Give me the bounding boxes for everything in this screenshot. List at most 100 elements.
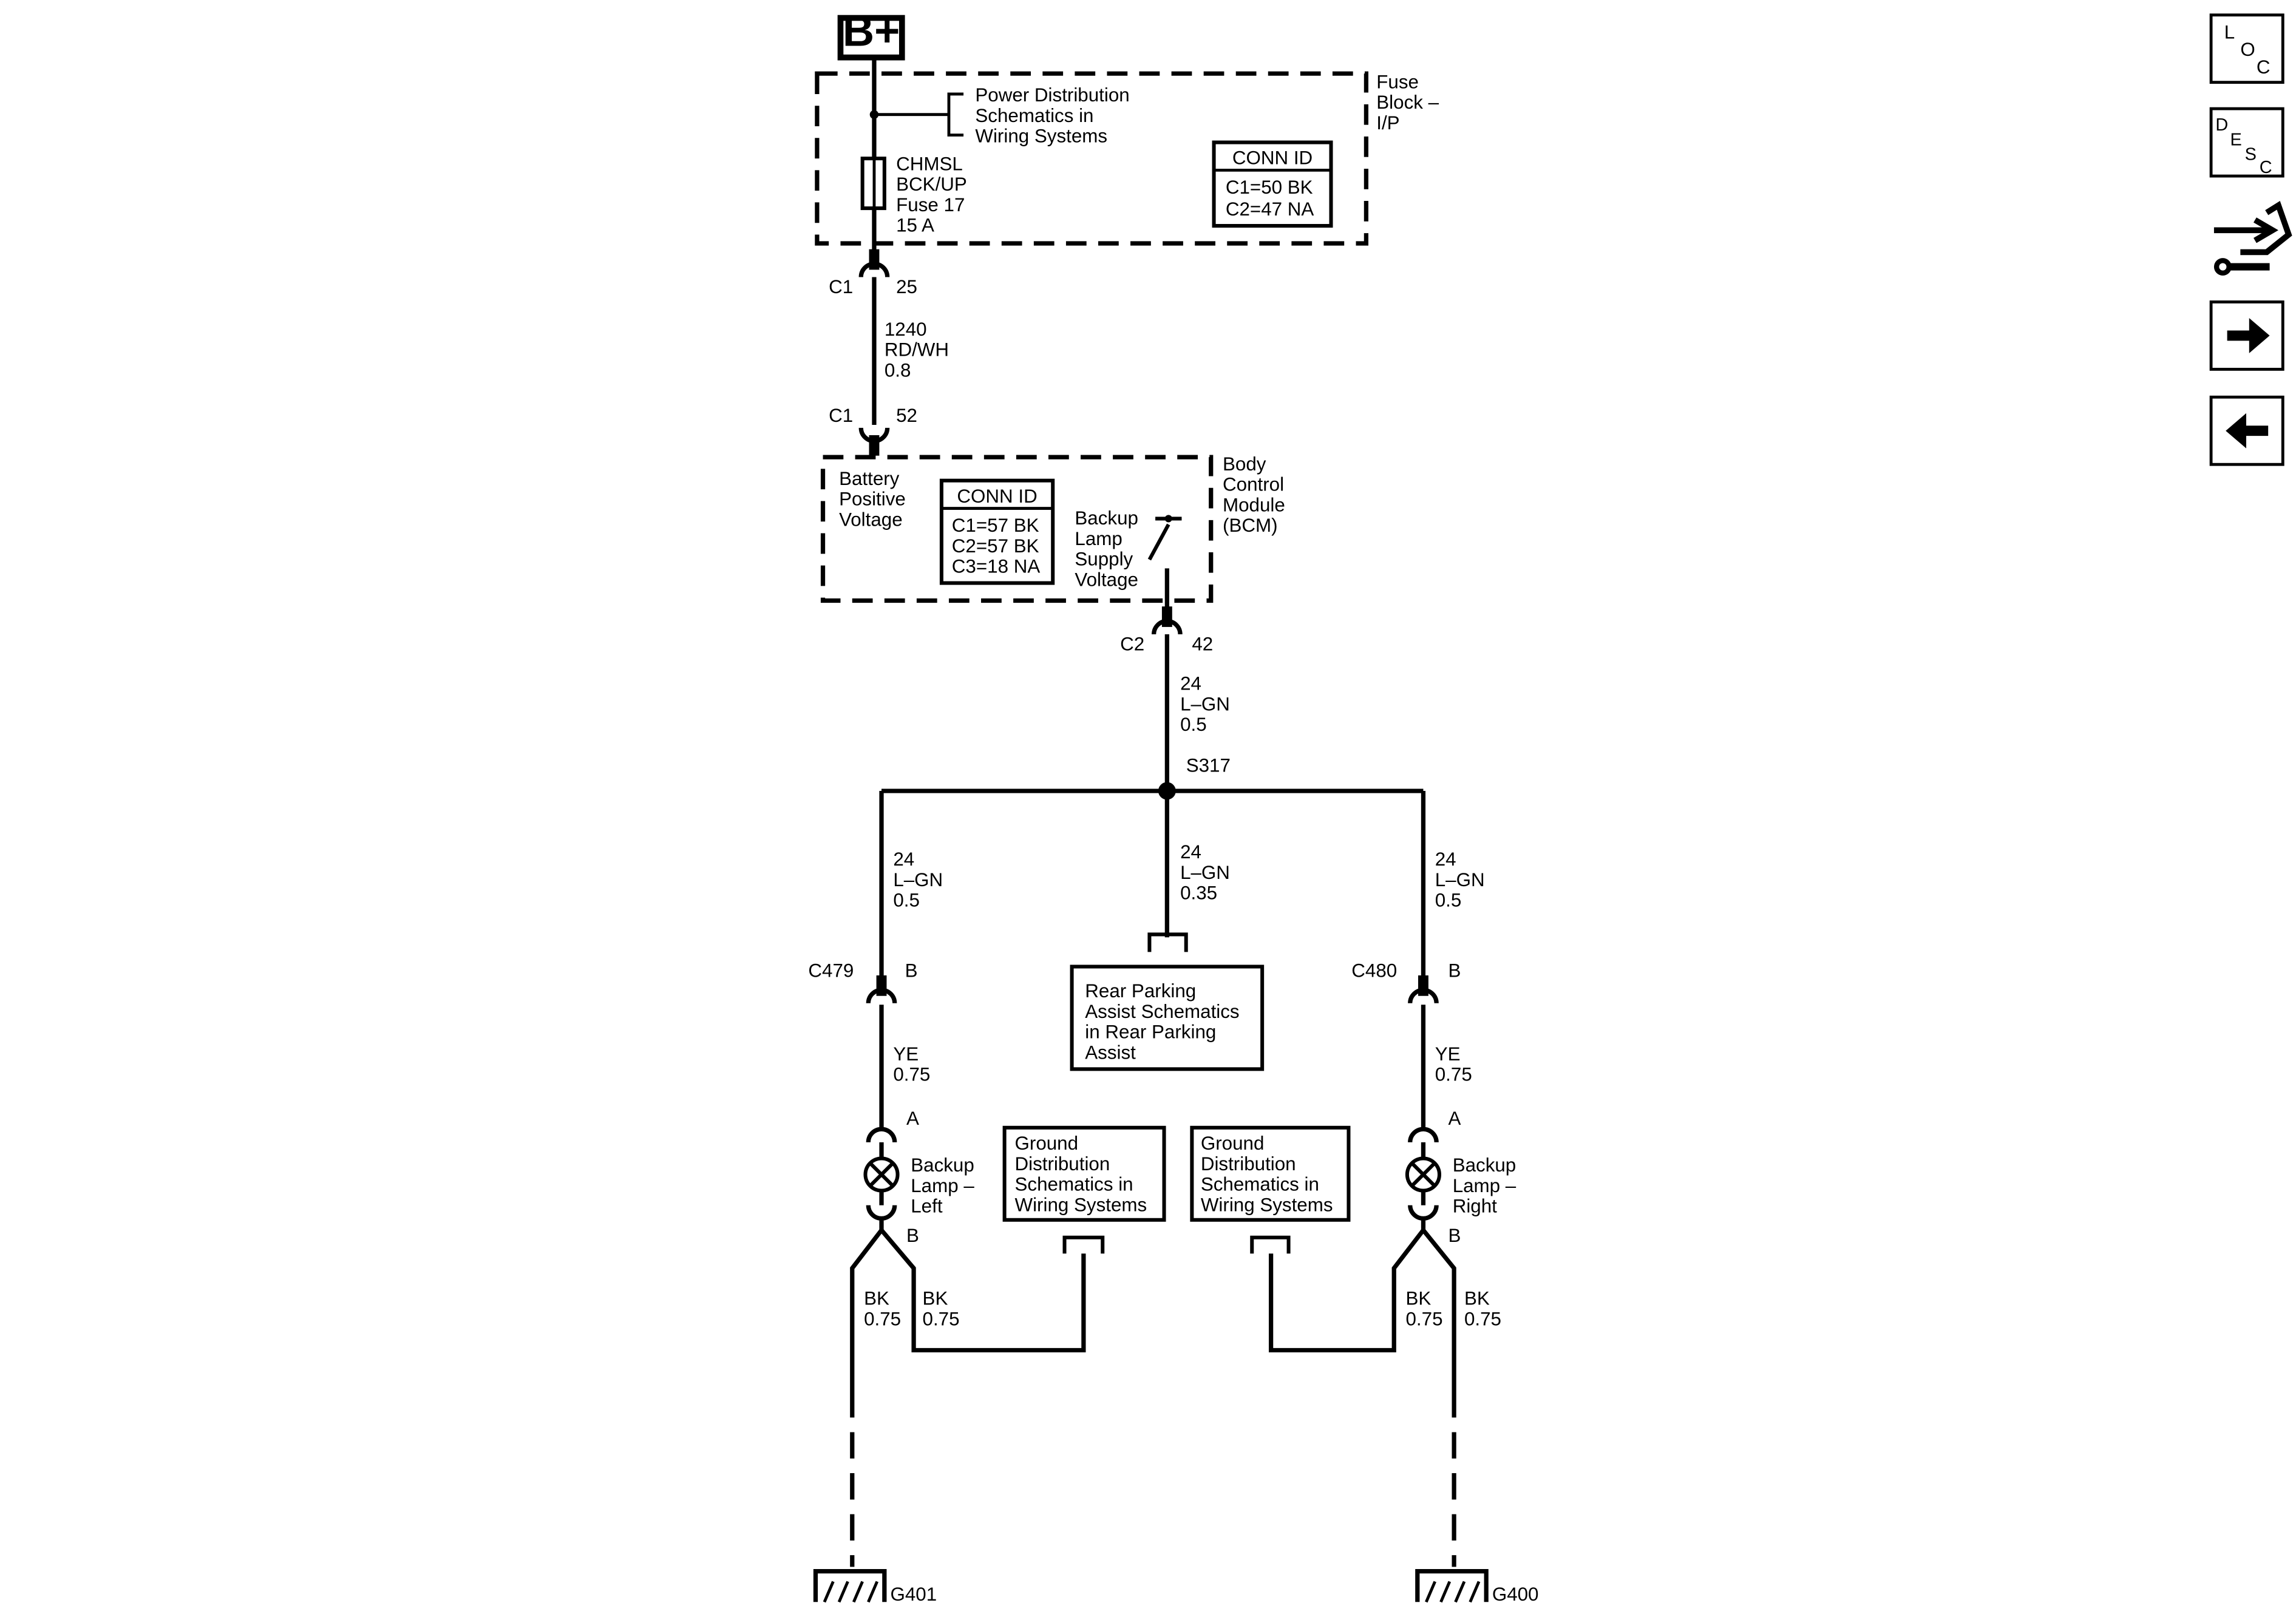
- battery-supply: B+: [837, 7, 905, 61]
- desc-button[interactable]: D E S C: [2209, 107, 2284, 178]
- fuse-label-1: CHMSL: [896, 153, 963, 174]
- bcm-conn-id: CONN ID C1=57 BK C2=57 BK C3=18 NA: [939, 478, 1055, 585]
- svg-text:Backup Lamp Supply: Backup Lamp Supply Voltage: [1075, 507, 1143, 590]
- ground-distribution-ref-left[interactable]: Ground Distribution Schematics in Wiring…: [1002, 1125, 1166, 1222]
- bcm-conn-row-1: C1=57 BK: [952, 515, 1039, 536]
- svg-text:C: C: [2257, 56, 2271, 78]
- conn-c1-25-name: C1: [829, 276, 853, 297]
- fuse-conn-row-2: C2=47 NA: [1226, 198, 1314, 220]
- next-page-button[interactable]: [2209, 300, 2284, 371]
- connector-tools-icon[interactable]: [2213, 200, 2292, 276]
- svg-text:Ground Distribution: Ground Distribution Schematics in Wiring…: [1015, 1133, 1147, 1215]
- connector-c480: C480 B: [1351, 960, 1461, 1003]
- svg-text:D: D: [2215, 115, 2228, 135]
- bcm-input-label-3: Voltage: [839, 509, 903, 530]
- connector-c1-25: C1 25: [829, 249, 917, 297]
- svg-text:Backup Lamp – Righ: Backup Lamp – Right: [1453, 1154, 1521, 1217]
- fuse-block-title-2: Block –: [1376, 92, 1439, 113]
- wire-left-label: 24 L–GN 0.5: [893, 849, 948, 911]
- svg-text:E: E: [2230, 130, 2241, 149]
- ground-g401: G401: [813, 1569, 937, 1605]
- conn-c1-25-pin: 25: [896, 276, 917, 297]
- svg-text:C1=50 BK C2=47 NA: C1=50 BK C2=47 NA: [1226, 177, 1318, 220]
- lamp-right-pin-b: B: [1448, 1225, 1461, 1246]
- ground-g401-label: G401: [890, 1584, 937, 1605]
- wire-ye-left-label: YE 0.75: [893, 1043, 930, 1085]
- backup-lamp-left: A B Backup Lamp – Left: [863, 1108, 979, 1246]
- bcm-input-label-1: Battery: [839, 468, 900, 489]
- bcm-switch-label-4: Voltage: [1075, 569, 1138, 590]
- connector-c1-52: C1 52: [829, 405, 917, 455]
- ground-g400-label: G400: [1492, 1584, 1539, 1605]
- previous-page-button[interactable]: [2209, 395, 2284, 466]
- supply-label: B+: [843, 7, 900, 55]
- conn-c1-52-pin: 52: [896, 405, 917, 426]
- bcm-input-label-2: Positive: [839, 489, 906, 510]
- wire-main-label: 24 L–GN 0.5: [1180, 673, 1235, 736]
- svg-text:L: L: [2224, 21, 2235, 42]
- rear-parking-assist-ref[interactable]: Rear Parking Assist Schematics in Rear P…: [1070, 964, 1265, 1071]
- wire-bk-ll-label: BK 0.75: [864, 1288, 901, 1330]
- bcm-conn-row-3: C3=18 NA: [952, 556, 1041, 577]
- splice-label: S317: [1186, 755, 1231, 776]
- wire-right-label: 24 L–GN 0.5: [1435, 849, 1490, 911]
- bcm-switch-label-2: Lamp: [1075, 528, 1122, 549]
- arrow-right-icon: [2249, 317, 2270, 353]
- fuse-block-title-3: I/P: [1376, 112, 1399, 134]
- svg-text:CHMSL BCK/UP Fuse: CHMSL BCK/UP Fuse 17 15 A: [896, 153, 972, 236]
- svg-text:O: O: [2240, 39, 2255, 60]
- svg-text:S: S: [2245, 144, 2257, 164]
- wire-ye-right-label: YE 0.75: [1435, 1043, 1472, 1085]
- conn-c2-42-pin: 42: [1192, 634, 1213, 655]
- lamp-right-pin-a: A: [1448, 1108, 1461, 1129]
- wire-bk-lr-label: BK 0.75: [923, 1288, 960, 1330]
- bcm-conn-header: CONN ID: [957, 486, 1037, 507]
- svg-text:Body Control Modul: Body Control Module (BCM): [1223, 453, 1291, 536]
- fuse-block: Fuse Block – I/P Power Distribution Sche…: [815, 71, 1444, 246]
- wire-bk-rl-label: BK 0.75: [1406, 1288, 1443, 1330]
- lamp-left-pin-a: A: [906, 1108, 919, 1129]
- connector-c479: C479 B: [808, 960, 918, 1003]
- fuse-label-3: Fuse 17: [896, 194, 965, 215]
- bcm-title-2: Control: [1223, 474, 1284, 495]
- power-ref-line-2: Schematics in: [975, 105, 1093, 126]
- loc-button[interactable]: L O C: [2209, 13, 2284, 84]
- svg-text:C: C: [2260, 158, 2272, 177]
- ground-g400: G400: [1415, 1569, 1539, 1605]
- bcm-switch-label-3: Supply: [1075, 549, 1133, 570]
- fuse-label-4: 15 A: [896, 215, 934, 236]
- conn-c479-pin: B: [905, 960, 918, 981]
- wire-1240-label: 1240 RD/WH 0.8: [885, 319, 954, 381]
- wire-center-label: 24 L–GN 0.35: [1180, 841, 1235, 904]
- svg-text:Ground Distribution: Ground Distribution Schematics in Wiring…: [1201, 1133, 1333, 1215]
- backup-lamp-right: A B Backup Lamp – Right: [1405, 1108, 1521, 1246]
- ground-distribution-ref-right[interactable]: Ground Distribution Schematics in Wiring…: [1190, 1125, 1351, 1222]
- power-ref-line-1: Power Distribution: [975, 84, 1129, 106]
- conn-c480-pin: B: [1448, 960, 1461, 981]
- bcm-title-1: Body: [1223, 453, 1266, 475]
- svg-text:Power Distribution Schem: Power Distribution Schematics in Wiring …: [975, 84, 1135, 147]
- arrow-left-icon: [2226, 413, 2246, 449]
- svg-text:Rear Parking Assist Sche: Rear Parking Assist Schematics in Rear P…: [1085, 980, 1245, 1063]
- svg-text:Fuse Block – I/P: Fuse Block – I/P: [1376, 71, 1444, 134]
- power-ref-line-3: Wiring Systems: [975, 126, 1107, 147]
- fuse-block-conn-id: CONN ID C1=50 BK C2=47 NA: [1212, 140, 1333, 228]
- wire-bk-rr-label: BK 0.75: [1464, 1288, 1501, 1330]
- bcm-conn-row-2: C2=57 BK: [952, 535, 1039, 557]
- fuse-block-title-1: Fuse: [1376, 71, 1419, 92]
- lamp-left-pin-b: B: [906, 1225, 919, 1246]
- fuse-conn-header: CONN ID: [1232, 147, 1313, 169]
- fuse-conn-row-1: C1=50 BK: [1226, 177, 1313, 198]
- conn-c2-42-name: C2: [1120, 634, 1144, 655]
- splice-s317: S317: [881, 755, 1424, 800]
- conn-c1-52-name: C1: [829, 405, 853, 426]
- body-control-module: Body Control Module (BCM) Battery Positi…: [820, 453, 1291, 612]
- bcm-switch-symbol: [1147, 515, 1182, 612]
- conn-c480-name: C480: [1351, 960, 1397, 981]
- fuse-label-2: BCK/UP: [896, 174, 967, 195]
- bcm-switch-label-1: Backup: [1075, 507, 1138, 529]
- bcm-title-3: Module: [1223, 494, 1285, 515]
- connector-c2-42: C2 42: [1120, 606, 1213, 655]
- svg-text:Backup Lamp – Left: Backup Lamp – Left: [911, 1154, 979, 1217]
